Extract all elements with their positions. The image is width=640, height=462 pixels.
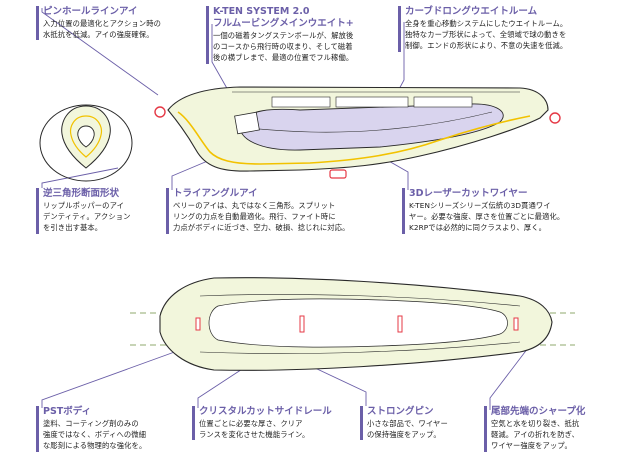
annotation-title: トライアングルアイ <box>173 188 258 199</box>
annotation-curved-weight-room: カーブドロングウエイトルーム 全身を重心移動システムにしたウエイトルーム。 独特… <box>398 6 567 52</box>
annotation-desc: 小さな部品で、ワイヤー の保持強度をアップ。 <box>367 419 448 440</box>
annotation-desc: K-TENシリーズシリーズ伝統の3D貫通ワイ ヤー。必要な強度、厚さを位置ごとに… <box>409 201 565 233</box>
annotation-title: PSTボディ <box>43 406 92 417</box>
top-view-diagram <box>130 277 575 371</box>
annotation-strong-pin: ストロングピン 小さな部品で、ワイヤー の保持強度をアップ。 <box>360 406 448 441</box>
annotation-title: ストロングピン <box>367 406 434 417</box>
leader-lines-top <box>41 8 409 190</box>
annotation-title: 尾部先端のシャープ化 <box>491 406 586 417</box>
cross-section-diagram <box>39 104 133 182</box>
annotation-triangle-section: 逆三角形断面形状 リップルポッパーのアイ デンティティ。アクション を引き出す基… <box>36 188 131 234</box>
annotation-triangle-eye: トライアングルアイ ベリーのアイは、丸ではなく三角形。スプリット リングの力点を… <box>166 188 350 234</box>
annotation-crystal-cut-side-rail: クリスタルカットサイドレール 位置ごとに必要な厚さ、クリア ランスを変化させた機… <box>192 406 332 441</box>
side-view-diagram <box>154 86 561 179</box>
annotation-title: クリスタルカットサイドレール <box>199 406 332 417</box>
annotation-desc: 全身を重心移動システムにしたウエイトルーム。 独特なカーブ形状によって、全領域で… <box>405 19 568 51</box>
annotation-desc: 入力位置の最適化とアクション時の 水抵抗を低減。アイの強度確保。 <box>43 19 161 40</box>
leader-lines-bottom <box>41 347 529 410</box>
annotation-desc: 空気と水を切り裂き、抵抗 軽減。アイの折れを防ぎ、 ワイヤー強度をアップ。 <box>491 419 580 451</box>
annotation-3d-laser-cut-wire: 3Dレーザーカットワイヤー K-TENシリーズシリーズ伝統の3D貫通ワイ ヤー。… <box>402 188 564 234</box>
annotation-desc: 塗料、コーティング剤のみの 強度ではなく、ボディへの微細 な彫刻による物理的な強… <box>43 419 147 451</box>
annotation-pst-body: PSTボディ 塗料、コーティング剤のみの 強度ではなく、ボディへの微細 な彫刻に… <box>36 406 146 452</box>
annotation-desc: リップルポッパーのアイ デンティティ。アクション を引き出す基本。 <box>43 201 131 233</box>
annotation-title: ピンホールラインアイ <box>43 6 138 17</box>
annotation-title: K-TEN SYSTEM 2.0 フルムービングメインウエイト+ <box>213 6 354 29</box>
annotation-title: 逆三角形断面形状 <box>43 188 120 199</box>
annotation-kten-system: K-TEN SYSTEM 2.0 フルムービングメインウエイト+ 一個の磁着タン… <box>206 6 354 64</box>
annotation-desc: 一個の磁着タングステンボールが、解放後 のコースから飛行時の収まり、そして磁着 … <box>213 31 354 63</box>
annotation-title: 3Dレーザーカットワイヤー <box>409 188 528 199</box>
annotation-desc: ベリーのアイは、丸ではなく三角形。スプリット リングの力点を自動最適化。飛行、フ… <box>173 201 350 233</box>
annotation-sharp-tail-tip: 尾部先端のシャープ化 空気と水を切り裂き、抵抗 軽減。アイの折れを防ぎ、 ワイヤ… <box>484 406 585 452</box>
annotation-desc: 位置ごとに必要な厚さ、クリア ランスを変化させた機能ライン。 <box>199 419 310 440</box>
annotation-title: カーブドロングウエイトルーム <box>405 6 538 17</box>
annotation-pinhole-line-eye: ピンホールラインアイ 入力位置の最適化とアクション時の 水抵抗を低減。アイの強度… <box>36 6 161 41</box>
